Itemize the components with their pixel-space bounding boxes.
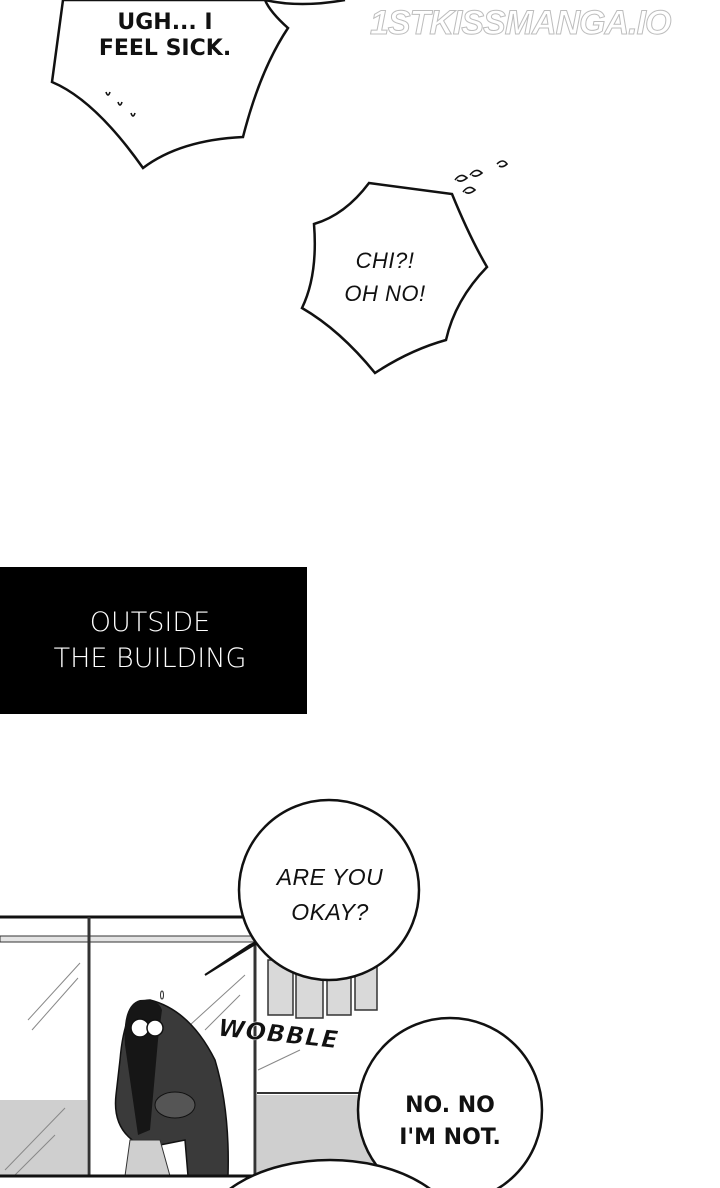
bubble-line: NO. NO [405,1093,495,1118]
spiky-speech-bubble-chi [300,181,489,375]
sweat-marks-icon [105,91,136,117]
bubble-line: UGH... I [117,10,213,35]
bubble-line: FEEL SICK. [98,36,232,62]
bubble-text-okay: ARE YOU OKAY? [255,860,405,929]
bubble-text-sick: UGH... I FEEL SICK. [70,10,260,63]
bubble-line: ARE YOU [276,864,384,890]
spiky-speech-bubble-sick [50,0,290,170]
bubble-line: CHI?! [355,248,415,273]
location-caption-text: OUTSIDE THE BUILDING [0,605,300,678]
round-speech-bubble-okay [204,798,421,982]
location-caption-box [0,567,307,714]
bubble-line: OKAY? [291,898,369,925]
caption-line: OUTSIDE [89,607,211,638]
caption-line: THE BUILDING [53,643,247,675]
bubble-line: OH NO! [344,281,426,306]
round-speech-bubble-not [356,1016,544,1188]
site-watermark: 1STKISSMANGA.IO [369,4,671,43]
bubble-text-not: NO. NO I'M NOT. [370,1090,530,1154]
bubble-bottom-fragment [229,1158,431,1188]
bubble-text-chi: CHI?! OH NO! [320,244,450,310]
bubble-top-right-fragment [264,0,346,6]
bubble-line: I'M NOT. [399,1124,501,1150]
panic-squiggle-icon [454,160,509,194]
